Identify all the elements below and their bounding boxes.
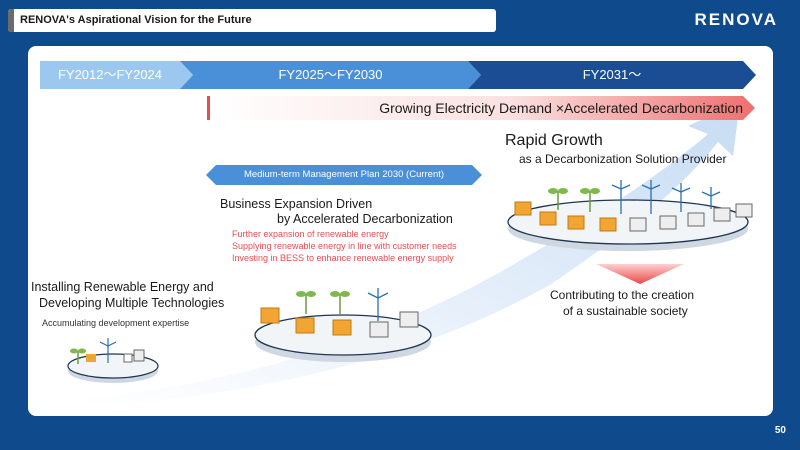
stage2-bullet-1: Further expansion of renewable energy xyxy=(232,229,389,239)
phase3-label: FY2031〜 xyxy=(582,67,642,82)
phase1-label: FY2012〜FY2024 xyxy=(57,67,163,82)
stage2-title-1: Business Expansion Driven xyxy=(220,197,373,211)
stage1-title-2: Developing Multiple Technologies xyxy=(39,296,225,310)
diagram-canvas xyxy=(40,61,756,406)
title-marker xyxy=(8,9,14,32)
page-number: 50 xyxy=(774,425,786,436)
stage3-subtitle: as a Decarbonization Solution Provider xyxy=(519,152,727,166)
phase3-chevron xyxy=(468,61,756,89)
platform-small xyxy=(67,338,159,383)
company-logo: RENOVA xyxy=(694,10,778,29)
stage2-title-2: by Accelerated Decarbonization xyxy=(277,212,453,226)
contribution-line-2: of a sustainable society xyxy=(563,304,688,318)
contribution-arrow xyxy=(596,264,684,284)
stage1-subtitle: Accumulating development expertise xyxy=(42,318,190,328)
stage3-title: Rapid Growth xyxy=(505,132,603,149)
stage2-bullet-2: Supplying renewable energy in line with … xyxy=(232,241,457,251)
platform-large xyxy=(507,180,753,251)
demand-banner-shape xyxy=(208,96,755,120)
phase2-label: FY2025〜FY2030 xyxy=(278,67,383,82)
demand-banner-text: Growing Electricity Demand ×Accelerated … xyxy=(379,100,743,116)
stage2-bullet-3: Investing in BESS to enhance renewable e… xyxy=(232,253,454,263)
phase1-chevron xyxy=(40,61,193,89)
slide-title: RENOVA's Aspirational Vision for the Fut… xyxy=(20,14,252,26)
title-bar: RENOVA's Aspirational Vision for the Fut… xyxy=(8,9,496,32)
plan-arrow-shape xyxy=(206,165,482,185)
main-panel: FY2012〜FY2024 FY2025〜FY2030 FY2031〜 Grow… xyxy=(28,46,773,416)
plan-label: Medium-term Management Plan 2030 (Curren… xyxy=(243,169,445,180)
phase2-chevron xyxy=(180,61,481,89)
contribution-line-1: Contributing to the creation xyxy=(550,288,695,302)
stage1-title-1: Installing Renewable Energy and xyxy=(31,280,214,294)
platform-medium xyxy=(254,288,432,362)
